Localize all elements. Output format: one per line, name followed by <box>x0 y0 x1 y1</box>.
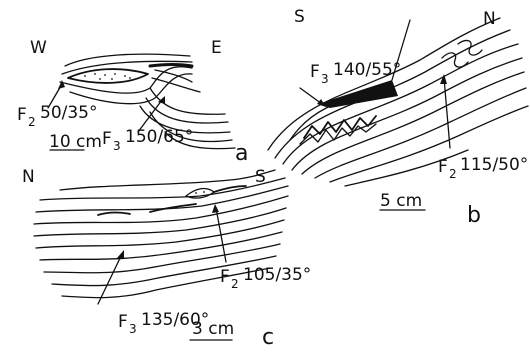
panel-a-scale-label: 10 cm <box>49 132 102 152</box>
panel-c-north-label: N <box>22 167 35 187</box>
panel-c-f2-letter: F <box>220 267 230 287</box>
panel-c-f3-letter: F <box>118 312 128 332</box>
panel-a-f3-subscript: 3 <box>113 139 121 153</box>
panel-a-east-label: E <box>211 38 222 58</box>
panel-a-f3-orientation: 150/65° <box>125 127 193 147</box>
panel-c-f2-orientation: 105/35° <box>243 265 311 285</box>
panel-b-scale-label: 5 cm <box>380 191 422 211</box>
panel-b-f2-letter: F <box>438 157 448 177</box>
panel-b-f3-subscript: 3 <box>321 72 329 86</box>
panel-b-f3-letter: F <box>310 62 320 82</box>
panel-a-f2-letter: F <box>17 105 27 125</box>
panel-c-label: c <box>262 325 274 350</box>
panel-a-west-label: W <box>30 38 47 58</box>
panel-c-f2-subscript: 2 <box>231 277 239 291</box>
panel-a-f3-letter: F <box>102 129 112 149</box>
panel-b: S N F 3 140/55° F 2 115/50° 5 cm b <box>268 7 528 228</box>
panel-a-f2-orientation: 50/35° <box>40 103 98 123</box>
panel-b-fold-sketch <box>268 18 528 210</box>
panel-b-f3-orientation: 140/55° <box>333 60 401 80</box>
panel-b-south-label: S <box>294 7 305 27</box>
panel-a: W E F 2 50/35° F 3 150/65° 10 cm a <box>17 38 248 166</box>
panel-c-scale-label: 3 cm <box>192 319 234 339</box>
panel-b-north-label: N <box>483 9 496 29</box>
panel-c-south-label: S <box>255 167 266 187</box>
panel-b-label: b <box>467 203 481 228</box>
panel-b-f2-orientation: 115/50° <box>460 155 528 175</box>
panel-c: N S F 2 105/35° F 3 135/60° 3 cm c <box>22 167 311 350</box>
panel-b-f2-subscript: 2 <box>449 167 457 181</box>
panel-a-f2-subscript: 2 <box>28 115 36 129</box>
panel-a-label: a <box>235 141 248 166</box>
panel-c-f3-subscript: 3 <box>129 322 137 336</box>
